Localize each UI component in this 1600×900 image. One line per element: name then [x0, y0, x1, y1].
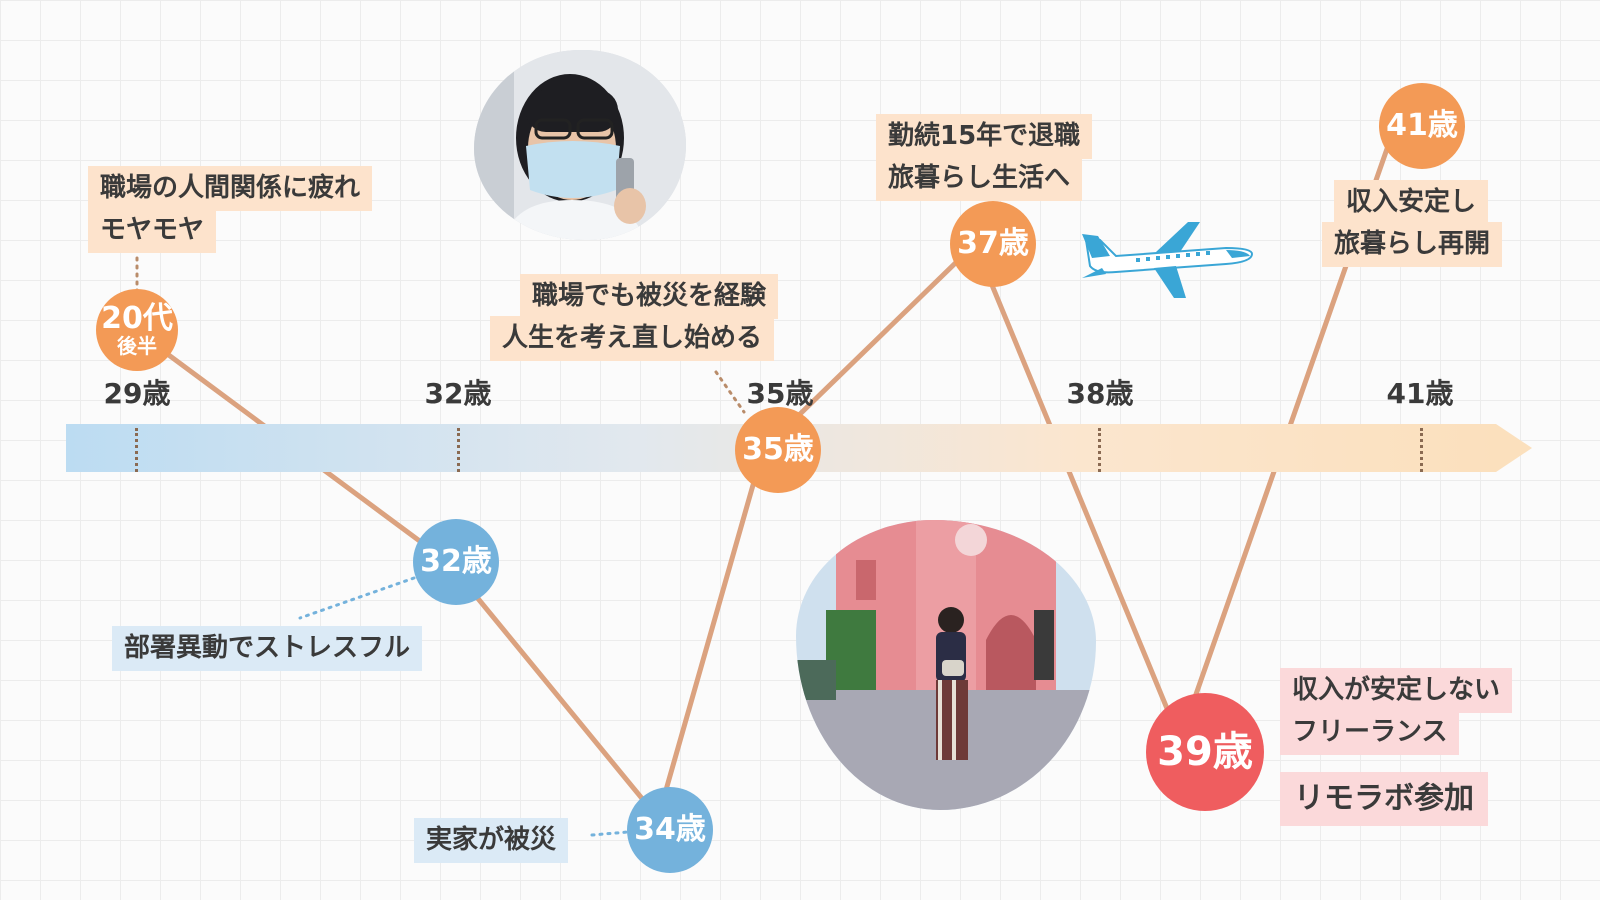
event-label-39-line1: 収入が安定しない — [1280, 668, 1513, 713]
node-32: 32歳 — [413, 519, 499, 605]
leader-dotted — [298, 576, 416, 620]
tick-41 — [1420, 428, 1423, 472]
node-34: 34歳 — [627, 787, 713, 873]
node-37: 37歳 — [950, 201, 1036, 287]
airplane-icon — [1082, 222, 1254, 298]
tick-38 — [1098, 428, 1101, 472]
tick-label-29: 29歳 — [103, 377, 171, 410]
event-label-35-line2: 人生を考え直し始める — [490, 316, 775, 361]
event-label-37-line2: 旅暮らし生活へ — [876, 156, 1083, 201]
leader-dotted — [714, 370, 746, 414]
event-label-20s-line1: 職場の人間関係に疲れ — [88, 166, 373, 211]
node-41: 41歳 — [1379, 83, 1465, 169]
node-35: 35歳 — [735, 407, 821, 493]
curve-segment — [972, 241, 1183, 743]
curve-segment — [655, 447, 766, 821]
event-label-39-line2: フリーランス — [1280, 710, 1460, 755]
curve-segment — [445, 559, 661, 821]
node-20s-main: 20代 — [101, 301, 173, 336]
tick-label-41: 41歳 — [1386, 377, 1454, 410]
node-20s: 20代 後半 — [96, 289, 178, 371]
timeline-arrowhead — [1496, 424, 1532, 472]
leader-dotted — [590, 830, 630, 837]
office-worker-photo — [474, 50, 686, 240]
event-label-35-line1: 職場でも被災を経験 — [520, 274, 779, 319]
tick-label-38: 38歳 — [1066, 377, 1134, 410]
event-label-34: 実家が被災 — [414, 818, 569, 863]
event-label-37-line1: 勤続15年で退職 — [876, 114, 1093, 159]
event-label-41-line2: 旅暮らし再開 — [1322, 222, 1503, 267]
tick-label-35: 35歳 — [746, 377, 814, 410]
event-label-39-line3: リモラボ参加 — [1280, 772, 1488, 826]
node-20s-sub: 後半 — [117, 334, 157, 358]
tick-32 — [457, 428, 460, 472]
event-label-32: 部署異動でストレスフル — [112, 626, 423, 671]
event-label-41-line1: 収入安定し — [1334, 180, 1489, 225]
event-label-20s-line2: モヤモヤ — [88, 208, 217, 253]
node-39: 39歳 — [1146, 693, 1264, 811]
tick-label-32: 32歳 — [424, 377, 492, 410]
travel-photo — [796, 520, 1096, 810]
tick-29 — [135, 428, 138, 472]
